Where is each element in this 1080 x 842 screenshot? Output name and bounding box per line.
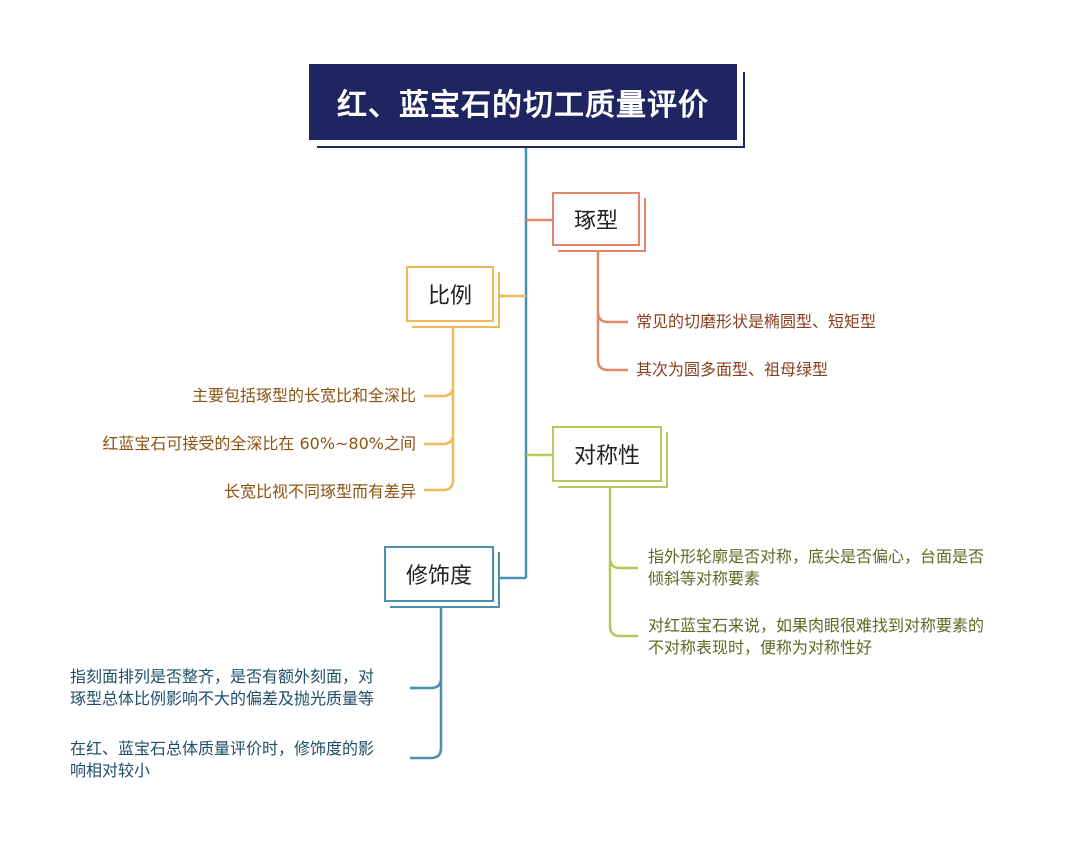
leaf-duichen-1: 指外形轮廓是否对称，底尖是否偏心，台面是否 倾斜等对称要素 (648, 546, 984, 590)
leaf-xiushi-2-line-2: 响相对较小 (70, 761, 151, 780)
leaf-xiushi-1-line-2: 琢型总体比例影响不大的偏差及抛光质量等 (70, 689, 375, 708)
leaf-zhuoxing-2: 其次为圆多面型、祖母绿型 (636, 360, 829, 379)
leaf-xiushi-2-line-1: 在红、蓝宝石总体质量评价时，修饰度的影 (70, 739, 375, 758)
node-bili: 比例 (406, 266, 494, 322)
leaf-zhuoxing-1: 常见的切磨形状是椭圆型、短矩型 (636, 312, 877, 331)
leaf-bili-3: 长宽比视不同琢型而有差异 (223, 482, 416, 501)
leaf-xiushi-1-line-1: 指刻面排列是否整齐，是否有额外刻面，对 (70, 667, 375, 686)
connector-xiushi-leaves (410, 608, 443, 760)
leaf-duichen-2-line-1: 对红蓝宝石来说，如果肉眼很难找到对称要素的 (648, 616, 985, 635)
leaf-xiushi-1: 指刻面排列是否整齐，是否有额外刻面，对 琢型总体比例影响不大的偏差及抛光质量等 (70, 666, 374, 710)
connector-duichen-leaves (608, 488, 638, 638)
leaf-duichen-2: 对红蓝宝石来说，如果肉眼很难找到对称要素的 不对称表现时，便称为对称性好 (648, 615, 984, 659)
leaf-xiushi-2: 在红、蓝宝石总体质量评价时，修饰度的影 响相对较小 (70, 738, 374, 782)
node-bili-label: 比例 (427, 284, 472, 309)
root-title-node: 红、蓝宝石的切工质量评价 (309, 64, 737, 140)
node-xiushi: 修饰度 (384, 546, 494, 602)
node-duichen-label: 对称性 (573, 444, 640, 469)
leaf-bili-1: 主要包括琢型的长宽比和全深比 (191, 386, 416, 405)
leaf-duichen-1-line-2: 倾斜等对称要素 (648, 569, 761, 588)
node-zhuoxing: 琢型 (552, 192, 640, 246)
node-zhuoxing-label: 琢型 (573, 209, 618, 234)
connector-bili-leaves (424, 328, 455, 492)
node-xiushi-label: 修饰度 (405, 564, 472, 589)
leaf-duichen-2-line-2: 不对称表现时，便称为对称性好 (648, 638, 873, 657)
connector-zhuoxing-leaves (596, 252, 628, 372)
leaf-duichen-1-line-1: 指外形轮廓是否对称，底尖是否偏心，台面是否 (648, 547, 985, 566)
root-title: 红、蓝宝石的切工质量评价 (337, 88, 709, 123)
node-duichen: 对称性 (552, 426, 662, 482)
leaf-bili-2: 红蓝宝石可接受的全深比在 60%~80%之间 (102, 434, 416, 453)
